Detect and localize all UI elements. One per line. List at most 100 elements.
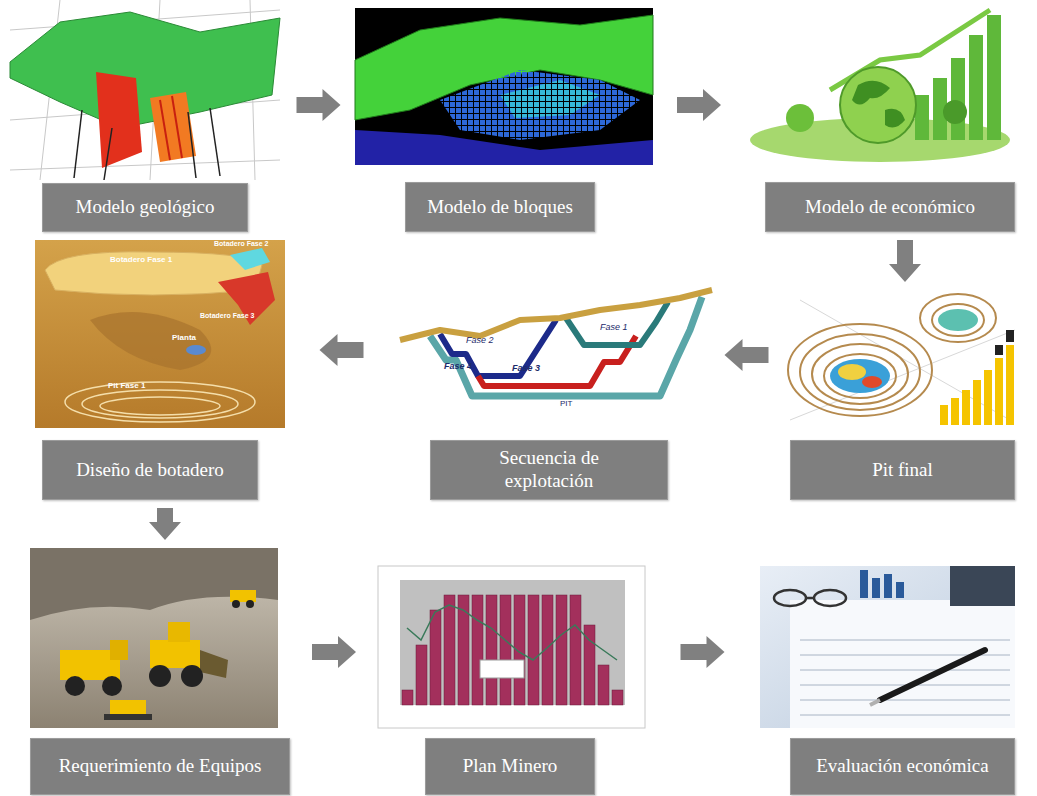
process-step: Secuencia de explotación	[398, 290, 715, 500]
process-step: Requerimiento de Equipos	[30, 548, 290, 795]
process-step: Modelo de bloques	[355, 8, 653, 232]
process-step: Evaluación económica	[760, 566, 1015, 795]
step-label-box: Pit final	[790, 440, 1015, 500]
step-label-text: Pit final	[872, 459, 933, 482]
photo-background	[30, 548, 278, 728]
step-label-box: Modelo de bloques	[405, 182, 595, 232]
dozer	[104, 700, 152, 720]
valley	[90, 312, 211, 370]
report-sheet	[790, 600, 1015, 728]
process-step: Plan Minero	[378, 566, 645, 795]
step-label-text: Requerimiento de Equipos	[59, 755, 262, 778]
step-label-box: Diseño de botadero	[42, 440, 258, 500]
annotation-label: Fase 4	[444, 362, 472, 372]
annotation-label: Botadero Fase 2	[214, 240, 268, 248]
grade-blocks	[830, 359, 890, 393]
pit-benches	[65, 382, 255, 422]
report-bars	[860, 570, 904, 598]
flow-arrow	[677, 89, 721, 121]
process-step: Modelo geológico	[8, 0, 282, 232]
flow-arrow	[312, 636, 356, 668]
grade-blocks	[938, 309, 978, 331]
rock-face	[30, 548, 278, 620]
step-label-box: Modelo geológico	[42, 183, 248, 232]
step-label-text-group: Modelo de económico	[805, 196, 975, 219]
annotation-label: Botadero Fase 1	[110, 256, 172, 265]
globe-land	[852, 81, 905, 128]
drill-holes	[74, 108, 220, 180]
step-label-box: Requerimiento de Equipos	[30, 738, 290, 795]
grade-blocks	[838, 364, 866, 380]
block-cells	[500, 80, 600, 118]
pen	[880, 650, 985, 700]
terrain	[35, 240, 285, 428]
annotation-label: Planta	[172, 334, 196, 343]
process-step: Modelo de económico	[745, 5, 1020, 232]
chart-legend-box	[480, 660, 524, 678]
geological-model-art	[10, 0, 280, 180]
table-lines	[800, 640, 1010, 715]
plot-area	[400, 580, 625, 705]
step-label-text: Diseño de botadero	[76, 459, 224, 482]
step-label-text-group: Modelo geológico	[76, 196, 215, 219]
step-label-text: Modelo geológico	[76, 196, 215, 219]
step-label-text-group: Secuencia de explotación	[469, 447, 629, 493]
step-label-text: Secuencia de explotación	[469, 447, 629, 493]
annotation-label: Fase 2	[466, 336, 494, 346]
step-label-text: Modelo de bloques	[427, 196, 573, 219]
flow-arrow	[889, 240, 921, 282]
wheel-loader	[149, 622, 228, 687]
final-pit-art	[788, 294, 1015, 425]
eyeglasses	[774, 590, 846, 606]
step-label-text-group: Plan Minero	[463, 755, 557, 778]
flow-arrow	[297, 89, 341, 121]
phase-sequence-art	[400, 290, 712, 396]
process-step: Pit final	[778, 290, 1020, 500]
step-label-box: Plan Minero	[425, 738, 595, 795]
step-label-box: Secuencia de explotación	[430, 440, 668, 500]
growth-bars	[915, 15, 1001, 140]
plant	[186, 345, 206, 355]
step-label-text: Evaluación económica	[816, 755, 989, 778]
distant-truck	[230, 590, 256, 608]
desk-background	[760, 566, 1015, 728]
step-label-text-group: Modelo de bloques	[427, 196, 573, 219]
step-label-text-group: Pit final	[872, 459, 933, 482]
grid-lines	[10, 0, 280, 180]
block-model-art	[355, 8, 653, 165]
ore-stripes	[160, 96, 182, 160]
chart-frame	[378, 566, 645, 728]
process-step: Diseño de botadero	[35, 240, 285, 500]
flow-arrow	[149, 508, 181, 540]
step-label-text: Modelo de económico	[805, 196, 975, 219]
mine-plan-chart-art	[378, 566, 645, 728]
pit-benches	[788, 324, 932, 416]
step-label-box: Modelo de económico	[765, 182, 1015, 232]
production-bars	[402, 595, 623, 705]
terrain-surface	[10, 12, 280, 128]
render-background	[355, 8, 653, 165]
haul-truck	[60, 640, 128, 696]
ore-body	[96, 72, 142, 168]
tonnage-bars-dark	[995, 330, 1014, 355]
financial-evaluation-art	[760, 566, 1015, 728]
pit-outline	[430, 297, 702, 396]
annotation-label: Fase 3	[512, 364, 540, 374]
coin	[943, 100, 967, 124]
grade-blocks	[862, 376, 882, 388]
flow-arrow	[725, 339, 769, 371]
step-label-text: Plan Minero	[463, 755, 557, 778]
equipment-photo-art	[30, 548, 278, 728]
annotation-label: PIT	[560, 400, 572, 409]
annotation-label: Botadero Fase 3	[200, 312, 254, 320]
step-label-text-group: Requerimiento de Equipos	[59, 755, 262, 778]
dump-design-art	[35, 240, 285, 428]
globe	[840, 67, 916, 143]
pen-tip	[870, 700, 880, 705]
annotation-label: Fase 1	[600, 323, 628, 333]
axis-grid	[790, 300, 1015, 420]
small-pit	[920, 294, 996, 342]
